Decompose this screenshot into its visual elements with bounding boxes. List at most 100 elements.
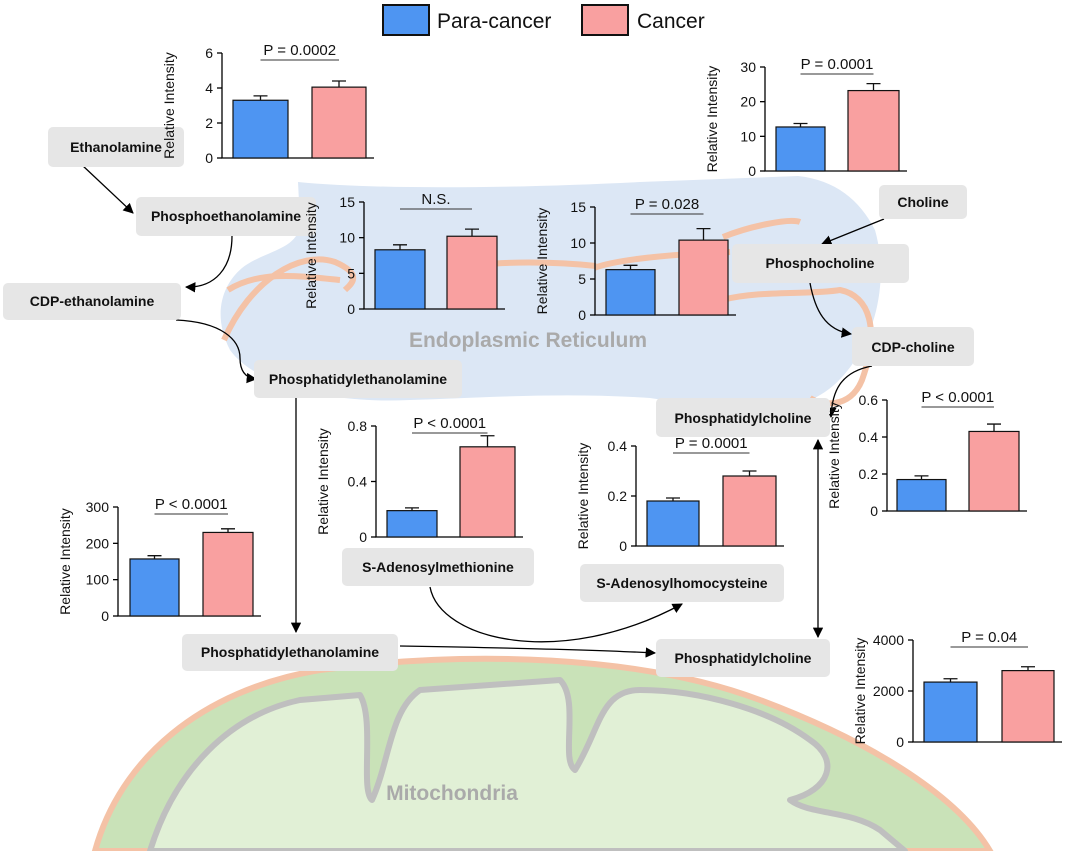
- mitochondria-label: Mitochondria: [386, 782, 518, 805]
- bar-para-cancer: [386, 510, 438, 538]
- p-value-label: P = 0.0002: [263, 42, 336, 59]
- arrow-to-cdp-choline: [809, 282, 853, 338]
- bar-cancer: [311, 86, 367, 159]
- p-value-label: P < 0.0001: [155, 496, 228, 513]
- error-bar: [253, 95, 268, 101]
- bar-para-cancer: [605, 269, 656, 316]
- error-bar: [332, 80, 346, 88]
- error-bar: [221, 528, 235, 533]
- y-tick-label: 0: [748, 163, 756, 179]
- endoplasmic-reticulum-shape: [220, 176, 881, 410]
- arrow-choline-to-phosphocholine: [821, 218, 885, 246]
- error-bar: [742, 470, 757, 476]
- error-bar: [147, 555, 162, 559]
- y-tick-label: 4000: [873, 632, 904, 648]
- p-value-label: P < 0.0001: [413, 415, 486, 432]
- node-pc-er: Phosphatidylcholine: [656, 398, 830, 437]
- arrow-to-pe-er: [175, 319, 258, 384]
- bar-cancer: [968, 430, 1020, 512]
- y-axis-label: Relative Intensity: [826, 402, 842, 509]
- node-ethanolamine: Ethanolamine: [48, 127, 184, 167]
- bar-para-cancer: [923, 681, 978, 743]
- bar-cancer: [446, 235, 498, 310]
- legend: Para-cancer Cancer: [382, 4, 705, 36]
- y-axis-label: Relative Intensity: [534, 208, 550, 315]
- node-label: S-Adenosylhomocysteine: [596, 575, 767, 591]
- p-value-label: P = 0.028: [635, 196, 699, 213]
- y-tick-label: 0: [870, 503, 878, 519]
- y-tick-label: 0: [205, 150, 213, 166]
- error-bar: [393, 244, 407, 250]
- node-sam: S-Adenosylmethionine: [342, 548, 534, 586]
- node-pc-mito: Phosphatidylcholine: [656, 639, 830, 677]
- y-axis-label: Relative Intensity: [315, 428, 331, 535]
- node-choline: Choline: [879, 185, 967, 219]
- y-tick-label: 5: [347, 265, 355, 281]
- bar-para-cancer: [129, 558, 180, 617]
- bar-cancer: [459, 446, 516, 538]
- er-membrane-line: [721, 218, 802, 240]
- error-bar: [480, 435, 495, 447]
- y-tick-label: 0: [359, 529, 367, 545]
- bar-cancer: [847, 89, 900, 172]
- p-value-label: N.S.: [421, 191, 450, 208]
- y-axis-label: Relative Intensity: [852, 638, 868, 745]
- y-tick-label: 0: [101, 608, 109, 624]
- node-cdp-choline: CDP-choline: [852, 327, 974, 366]
- node-label: Ethanolamine: [70, 139, 162, 155]
- node-phosphoethanolamine: Phosphoethanolamine: [136, 197, 316, 236]
- p-value-label: P < 0.0001: [921, 389, 994, 406]
- error-bar: [943, 678, 958, 683]
- arrow-ethanolamine-to-phosphoethanolamine: [81, 164, 134, 214]
- y-axis-label: Relative Intensity: [161, 52, 177, 159]
- p-value-label: P = 0.0001: [675, 435, 748, 452]
- bar-para-cancer: [896, 478, 947, 512]
- y-tick-label: 30: [740, 59, 756, 75]
- er-membrane-line: [721, 286, 874, 407]
- y-tick-label: 2000: [873, 683, 904, 699]
- y-tick-label: 2: [205, 115, 213, 131]
- er-membrane-line: [226, 272, 341, 293]
- y-tick-label: 10: [740, 128, 756, 144]
- y-axis-label: Relative Intensity: [575, 443, 591, 550]
- y-tick-label: 0.4: [859, 429, 879, 445]
- legend-label-para-cancer: Para-cancer: [437, 10, 551, 33]
- y-tick-label: 0: [578, 307, 586, 323]
- y-tick-label: 300: [86, 499, 110, 515]
- error-bar: [793, 122, 808, 127]
- y-tick-label: 200: [86, 535, 110, 551]
- error-bar: [405, 507, 419, 511]
- y-tick-label: 15: [570, 199, 586, 215]
- bar-cancer: [1001, 669, 1055, 743]
- y-tick-label: 0: [619, 538, 627, 554]
- legend-swatch-cancer: [581, 4, 629, 36]
- y-tick-label: 0.2: [859, 466, 879, 482]
- error-bar: [666, 497, 680, 501]
- y-axis-label: Relative Intensity: [57, 508, 73, 615]
- bar-para-cancer: [646, 500, 700, 547]
- legend-label-cancer: Cancer: [637, 10, 705, 33]
- y-axis-label: Relative Intensity: [303, 202, 319, 309]
- y-tick-label: 5: [578, 271, 586, 287]
- error-bar: [623, 264, 638, 270]
- node-label: Phosphatidylcholine: [675, 410, 812, 426]
- bar-cancer: [678, 239, 729, 316]
- node-sah: S-Adenosylhomocysteine: [580, 564, 784, 602]
- node-pe-mito: Phosphatidylethanolamine: [182, 634, 398, 671]
- y-tick-label: 15: [339, 194, 355, 210]
- y-tick-label: 0.2: [608, 488, 628, 504]
- y-tick-label: 0.4: [348, 474, 368, 490]
- bar-para-cancer: [374, 249, 426, 310]
- arrow-to-pc-er: [826, 365, 873, 419]
- node-pe-er: Phosphatidylethanolamine: [254, 360, 462, 398]
- node-label: Phosphoethanolamine: [151, 208, 301, 224]
- arrow-pe-mito-to-pc-mito: [399, 645, 657, 658]
- p-value-label: P = 0.0001: [801, 56, 874, 73]
